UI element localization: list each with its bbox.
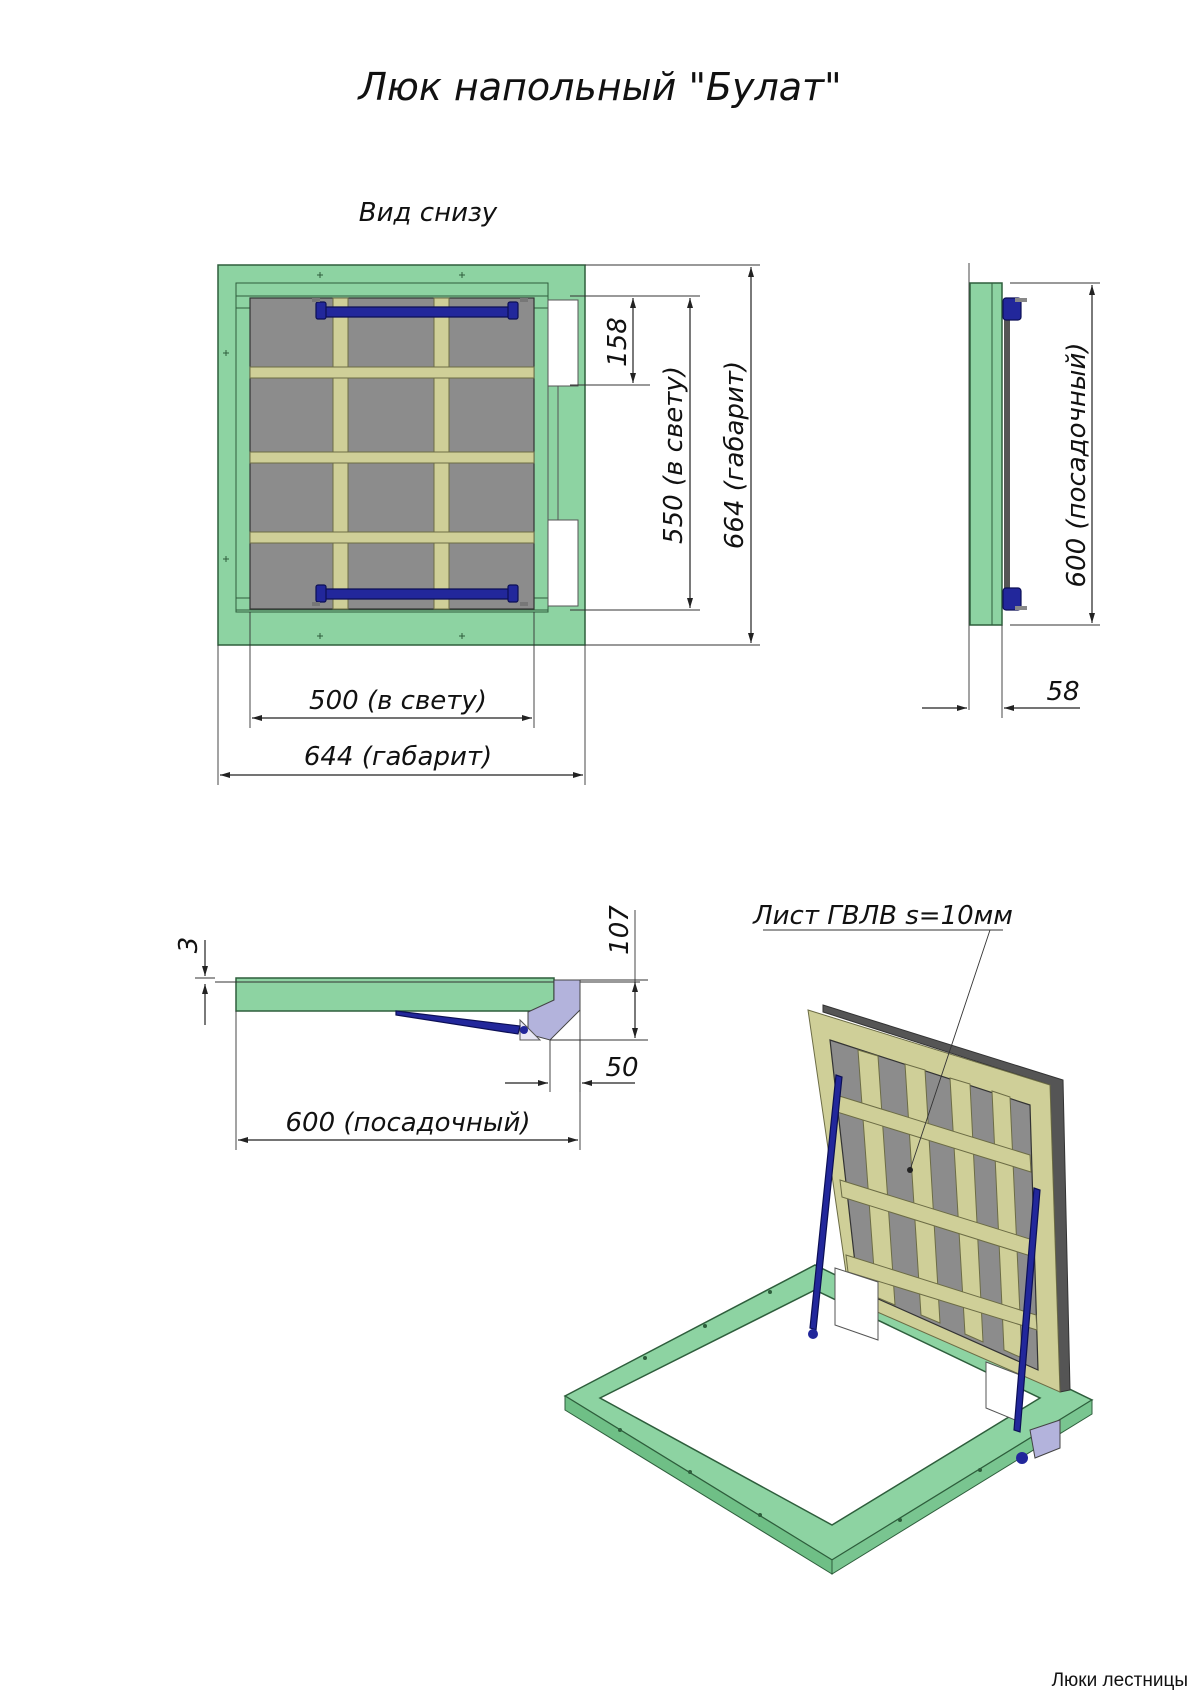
- panel-rib-horizontal: [249, 531, 535, 544]
- isometric-view: [563, 1004, 1094, 1575]
- panel-rib-horizontal: [249, 451, 535, 464]
- side-view-strut-bottom: [1002, 587, 1022, 611]
- callout-sheet-label: Лист ГВЛВ s=10мм: [752, 901, 1013, 931]
- dim-600-seating-section: 600 (посадочный): [286, 1108, 531, 1138]
- sheet-callout: Лист ГВЛВ s=10мм: [752, 901, 1013, 1173]
- bottom-view-label: Вид снизу: [359, 198, 498, 228]
- dim-550-clear: 550 (в свету): [659, 366, 689, 544]
- side-view-strut-top: [1002, 297, 1022, 321]
- section-view: 3 107 50 600 (посадочный): [174, 905, 648, 1150]
- hinge-bottom: [547, 519, 579, 607]
- dim-58: 58: [1046, 677, 1079, 707]
- dim-500-clear: 500 (в свету): [309, 686, 487, 716]
- drawing-title: Люк напольный "Булат": [356, 65, 841, 109]
- bottom-view: [217, 264, 586, 646]
- dim-600-seating-side: 600 (посадочный): [1062, 343, 1092, 588]
- gas-strut-bottom: [312, 584, 528, 606]
- section-view-lid: [235, 977, 555, 1012]
- side-view-frame: [969, 282, 1003, 626]
- gas-strut-top: [312, 298, 528, 320]
- panel-rib-horizontal: [249, 366, 535, 379]
- dim-50: 50: [605, 1053, 638, 1083]
- hinge-top: [547, 299, 579, 387]
- bottom-view-horizontal-dims: 500 (в свету) 644 (габарит): [217, 612, 586, 785]
- dim-158: 158: [603, 317, 633, 367]
- iso-hinge-left: [834, 1267, 879, 1341]
- dim-3: 3: [174, 937, 204, 954]
- dim-644-overall: 644 (габарит): [304, 742, 492, 772]
- section-view-strut: [395, 1010, 521, 1035]
- dim-664-overall: 664 (габарит): [720, 361, 750, 549]
- bottom-view-vertical-dims: 158 550 (в свету) 664 (габарит): [570, 264, 760, 646]
- dim-107: 107: [605, 905, 635, 955]
- section-view-hinge-bracket: [527, 979, 581, 1041]
- iso-gas-strut-right: [1013, 1187, 1041, 1433]
- footer-caption: Люки лестницы: [1051, 1670, 1188, 1691]
- side-view: 600 (посадочный) 58: [922, 263, 1100, 718]
